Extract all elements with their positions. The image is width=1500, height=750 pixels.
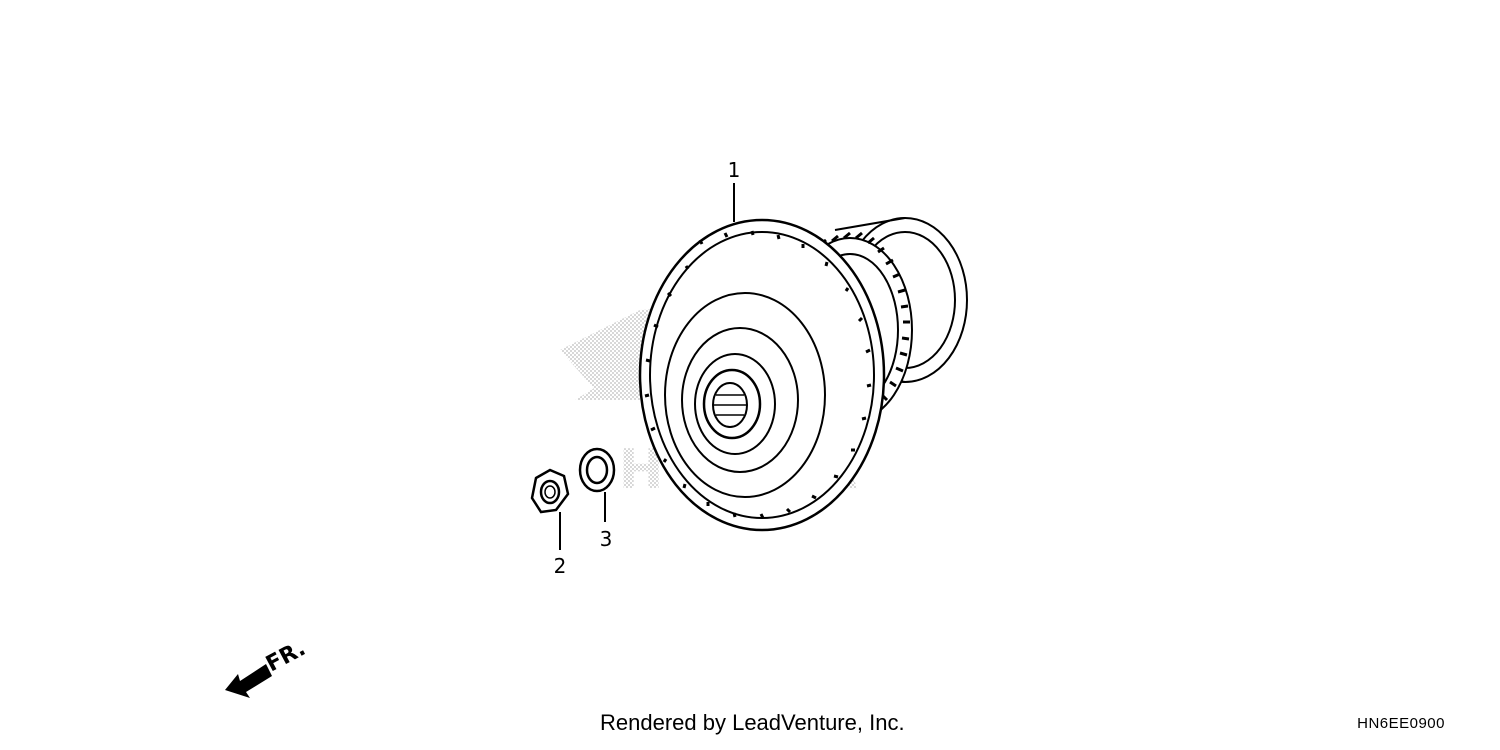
callout-1[interactable]: 1 <box>728 158 741 182</box>
leader-lines <box>559 183 735 550</box>
diagram-code: HN6EE0900 <box>1357 715 1445 732</box>
washer <box>578 447 616 493</box>
rendered-by-credit: Rendered by LeadVenture, Inc. <box>600 710 905 735</box>
arrow-left-icon <box>225 664 272 698</box>
callout-3[interactable]: 3 <box>600 527 613 551</box>
callout-2[interactable]: 2 <box>554 554 567 578</box>
nut <box>530 468 570 514</box>
drive-pulley-assembly <box>638 217 968 532</box>
front-direction-indicator: FR. <box>225 636 310 698</box>
sheave-rivets <box>644 230 872 519</box>
